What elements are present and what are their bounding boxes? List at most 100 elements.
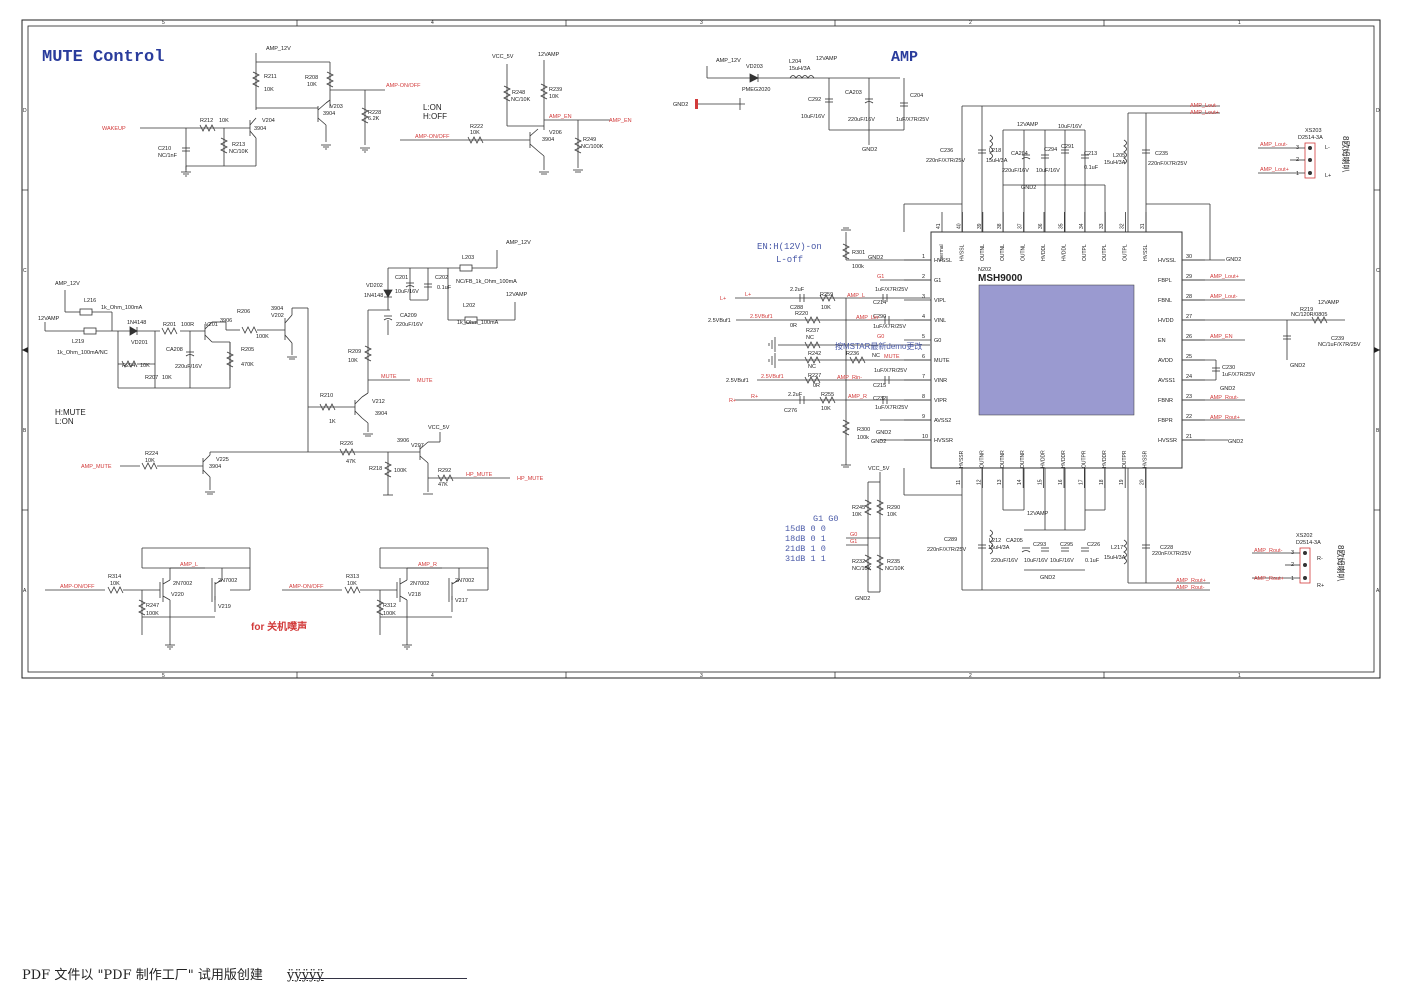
- svg-text:10uF/16V: 10uF/16V: [1024, 558, 1048, 564]
- svg-text:3906: 3906: [397, 438, 409, 444]
- pin-name: HVSSR: [934, 438, 953, 444]
- row-label: C: [23, 268, 27, 274]
- amp-mute-net: AMP_MUTE: [81, 464, 112, 470]
- svg-text:10uF/16V: 10uF/16V: [1050, 558, 1074, 564]
- chip-ref: N202: [978, 267, 991, 273]
- svg-text:R219: R219: [1300, 307, 1313, 313]
- lout-minus-net-top: AMP_Lout-: [1190, 103, 1218, 109]
- svg-text:220nF/X7R/25V: 220nF/X7R/25V: [927, 547, 966, 553]
- chip-top-pins: 41thermal40HVSSL39OUTNL38OUTNL37OUTNL36H…: [936, 212, 1149, 261]
- svg-text:V217: V217: [455, 598, 468, 604]
- svg-text:R245: R245: [852, 505, 865, 511]
- svg-text:R237: R237: [806, 328, 819, 334]
- pin-name: OUTNL: [980, 244, 986, 261]
- pin-name: OUTPL: [1082, 244, 1088, 261]
- svg-text:PMEG2020: PMEG2020: [742, 87, 770, 93]
- pin-name: OUTNR: [1000, 450, 1006, 468]
- svg-text:12VAMP: 12VAMP: [538, 52, 560, 58]
- svg-text:1N4148: 1N4148: [364, 293, 383, 299]
- svg-text:100k: 100k: [852, 264, 864, 270]
- pin-number: 20: [1140, 479, 1146, 485]
- lout-plus-net-top: AMP_Lout+: [1190, 110, 1219, 116]
- pin-number: 6: [922, 354, 925, 360]
- svg-text:3904: 3904: [271, 306, 283, 312]
- svg-text:10K: 10K: [470, 130, 480, 136]
- pin-number: 10: [922, 434, 928, 440]
- pin-name: G1: [934, 278, 941, 284]
- pin-number: 29: [1186, 274, 1192, 280]
- svg-text:220nF/X7R/25V: 220nF/X7R/25V: [1152, 551, 1191, 557]
- svg-text:12VAMP: 12VAMP: [816, 56, 838, 62]
- svg-text:L+: L+: [720, 296, 726, 302]
- pin-number: 25: [1186, 354, 1192, 360]
- en-note-line1: L:ON: [423, 103, 442, 112]
- col-label: 2: [969, 673, 972, 679]
- rout-plus-net-bottom: AMP_Rout+: [1176, 578, 1206, 584]
- svg-text:NC: NC: [872, 353, 880, 359]
- svg-text:R255: R255: [821, 392, 834, 398]
- border-labels: 5 4 3 2 1 5 4 3 2 1 D C B A D C B A: [23, 20, 1380, 679]
- svg-text:GND2: GND2: [868, 255, 883, 261]
- mute-note-line2: L:ON: [55, 417, 74, 426]
- row-label: A: [23, 588, 27, 594]
- svg-text:10K: 10K: [821, 406, 831, 412]
- svg-text:12VAMP: 12VAMP: [1318, 300, 1340, 306]
- svg-text:R208: R208: [305, 75, 318, 81]
- pin-number: 4: [922, 314, 925, 320]
- svg-text:R+: R+: [729, 398, 736, 404]
- g0-net-label: G0: [850, 532, 857, 538]
- center-arrow-right: [1374, 347, 1380, 353]
- svg-text:10K: 10K: [347, 581, 357, 587]
- svg-text:XS202: XS202: [1296, 533, 1313, 539]
- pin-name: OUTNR: [1020, 450, 1026, 468]
- svg-text:R201: R201: [163, 322, 176, 328]
- pin-name: OUTPR: [1122, 450, 1128, 468]
- svg-text:1k_Ohm_100mA: 1k_Ohm_100mA: [457, 320, 499, 326]
- row-label: D: [23, 108, 27, 114]
- amp-en-net: AMP_EN: [549, 114, 572, 120]
- chip-thermal-pad: [978, 284, 1135, 416]
- pin-name: HVDDL: [1041, 244, 1047, 261]
- svg-text:C295: C295: [1060, 542, 1073, 548]
- pin-number: 11: [956, 480, 962, 485]
- svg-text:R210: R210: [320, 393, 333, 399]
- svg-text:100K: 100K: [256, 334, 269, 340]
- svg-text:L212: L212: [989, 538, 1001, 544]
- svg-text:3906: 3906: [220, 318, 232, 324]
- pin-number: 1: [922, 254, 925, 260]
- row-label: B: [23, 428, 27, 434]
- pin-name: FBNR: [1158, 398, 1173, 404]
- svg-text:C236: C236: [940, 148, 953, 154]
- pin-name: HVDDR: [1041, 450, 1047, 468]
- svg-text:AMP_EN: AMP_EN: [1210, 334, 1233, 340]
- svg-text:10uF/16V: 10uF/16V: [1058, 124, 1082, 130]
- amp-input-wiring: [735, 227, 931, 468]
- svg-text:R222: R222: [470, 124, 483, 130]
- svg-text:GND2: GND2: [1290, 363, 1305, 369]
- gain-row: 18dB 0 1: [785, 534, 826, 544]
- svg-text:47K: 47K: [346, 459, 356, 465]
- pin-name: VIPL: [934, 298, 946, 304]
- gain-row: 15dB 0 0: [785, 524, 826, 534]
- svg-text:2.2uF: 2.2uF: [790, 287, 805, 293]
- svg-text:0R: 0R: [813, 383, 820, 389]
- svg-text:V201: V201: [205, 322, 218, 328]
- pin-name: AVDD: [1158, 358, 1173, 364]
- pin-name: VINR: [934, 378, 947, 384]
- gain-resistors: [846, 472, 884, 593]
- pin-number: 5: [922, 334, 925, 340]
- speaker-label-bottom: 8欧姆喇叭: [1336, 545, 1346, 581]
- chip-outline: [930, 231, 1183, 469]
- amp-top-output-wiring: [903, 105, 1225, 261]
- pin-number: 31: [1140, 223, 1146, 229]
- svg-text:C293: C293: [1033, 542, 1046, 548]
- col-label: 4: [431, 673, 434, 679]
- svg-text:R+: R+: [751, 394, 758, 400]
- svg-text:3904: 3904: [323, 111, 335, 117]
- gain-table-header: G1 G0: [813, 514, 839, 524]
- footer-link[interactable]: ÿÿÿÿÿ: [287, 968, 324, 983]
